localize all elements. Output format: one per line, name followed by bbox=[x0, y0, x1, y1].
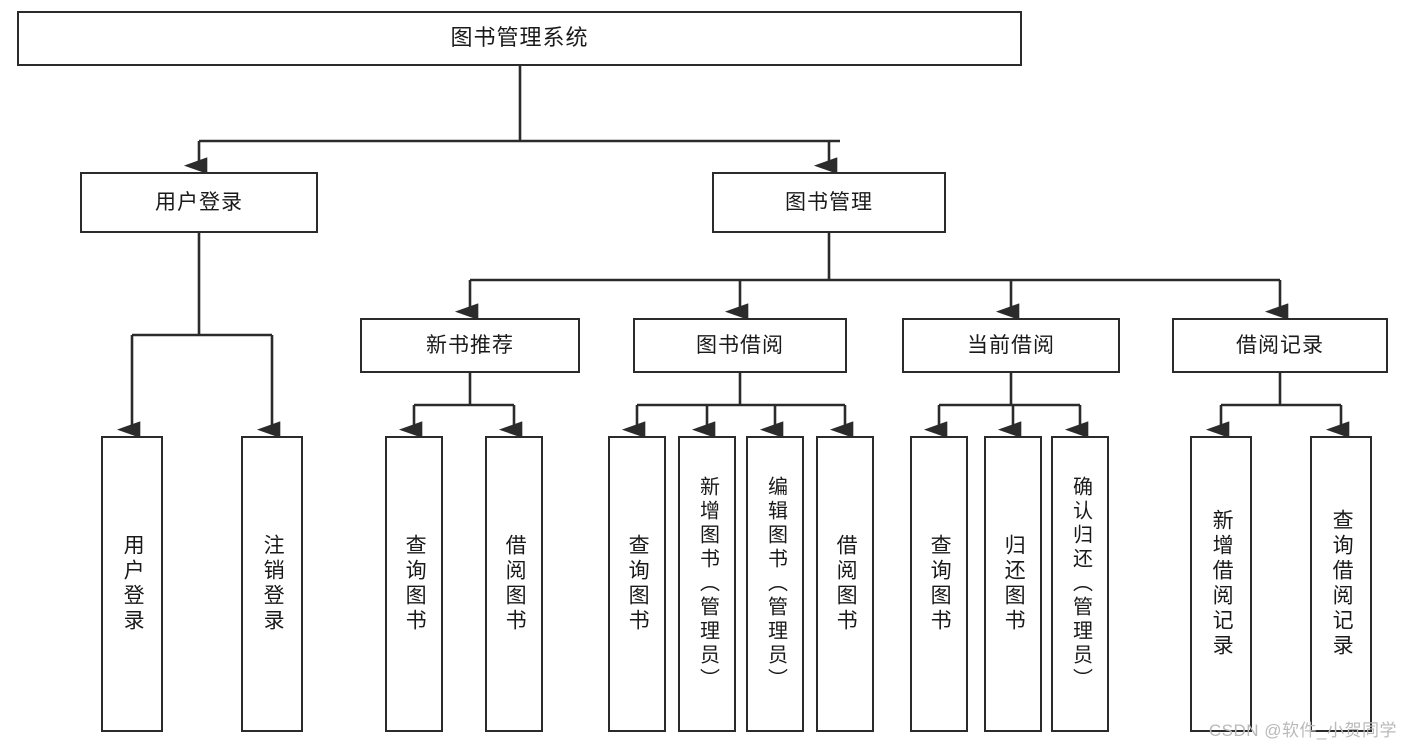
leaf-label: 新增借阅记录 bbox=[1210, 509, 1234, 659]
leaf-label: 查询图书 bbox=[626, 534, 650, 634]
node-leaf-borrow-book-2[interactable]: 借阅图书 bbox=[816, 436, 874, 732]
leaf-label: 确认归还（管理员） bbox=[1069, 476, 1092, 692]
leaf-label: 用户登录 bbox=[121, 534, 145, 634]
node-current-borrow[interactable]: 当前借阅 bbox=[902, 318, 1120, 373]
leaf-label: 归还图书 bbox=[1002, 534, 1026, 634]
node-new-book-recommend[interactable]: 新书推荐 bbox=[360, 318, 580, 373]
leaf-label: 查询借阅记录 bbox=[1330, 509, 1354, 659]
csdn-watermark: CSDN @软件_小贺同学 bbox=[1208, 721, 1397, 740]
node-leaf-query-book-2[interactable]: 查询图书 bbox=[608, 436, 666, 732]
node-leaf-borrow-book-1[interactable]: 借阅图书 bbox=[485, 436, 543, 732]
node-leaf-query-book-1[interactable]: 查询图书 bbox=[385, 436, 443, 732]
node-leaf-user-login[interactable]: 用户登录 bbox=[101, 436, 163, 732]
node-leaf-query-book-3[interactable]: 查询图书 bbox=[910, 436, 968, 732]
node-leaf-query-borrow-record[interactable]: 查询借阅记录 bbox=[1310, 436, 1372, 732]
leaf-label: 查询图书 bbox=[403, 534, 427, 634]
node-leaf-add-borrow-record[interactable]: 新增借阅记录 bbox=[1190, 436, 1252, 732]
node-leaf-add-book-admin[interactable]: 新增图书（管理员） bbox=[678, 436, 736, 732]
node-root-system[interactable]: 图书管理系统 bbox=[17, 11, 1022, 66]
node-borrow-record[interactable]: 借阅记录 bbox=[1172, 318, 1388, 373]
node-leaf-confirm-return-admin[interactable]: 确认归还（管理员） bbox=[1051, 436, 1109, 732]
node-user-login[interactable]: 用户登录 bbox=[80, 172, 318, 233]
leaf-label: 注销登录 bbox=[261, 534, 285, 634]
leaf-label: 查询图书 bbox=[928, 534, 952, 634]
node-leaf-return-book[interactable]: 归还图书 bbox=[984, 436, 1042, 732]
leaf-label: 借阅图书 bbox=[834, 534, 858, 634]
node-book-borrow[interactable]: 图书借阅 bbox=[633, 318, 847, 373]
leaf-label: 借阅图书 bbox=[503, 534, 527, 634]
node-leaf-edit-book-admin[interactable]: 编辑图书（管理员） bbox=[746, 436, 804, 732]
leaf-label: 新增图书（管理员） bbox=[696, 476, 719, 692]
node-leaf-logout-login[interactable]: 注销登录 bbox=[241, 436, 303, 732]
leaf-label: 编辑图书（管理员） bbox=[764, 476, 787, 692]
node-book-manage[interactable]: 图书管理 bbox=[712, 172, 946, 233]
